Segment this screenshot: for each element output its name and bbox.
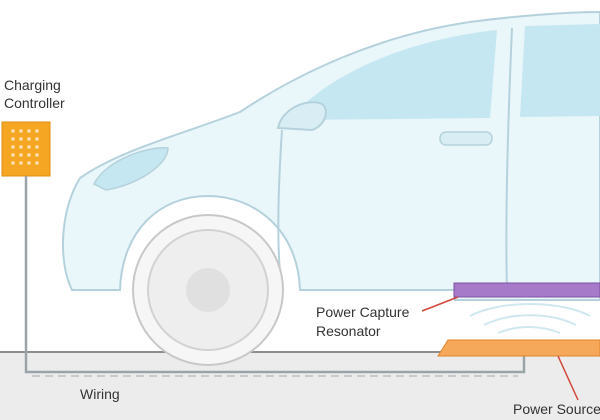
charging-controller-box [1, 121, 51, 177]
ground-strip [0, 352, 600, 420]
power-capture-label-line1: Power Capture [316, 304, 410, 320]
headlight [92, 147, 169, 191]
charging-controller-label-line1: Charging [4, 77, 61, 93]
wiring-label: Wiring [80, 386, 120, 402]
car-window-rear [520, 24, 600, 117]
door-handle [439, 131, 493, 146]
side-mirror [276, 101, 327, 132]
power-capture-label-line2: Resonator [316, 323, 381, 339]
charging-controller-label-line2: Controller [4, 95, 65, 111]
controller-post-wire [24, 176, 526, 374]
power-capture-resonator [453, 282, 600, 298]
power-source-pointer [557, 355, 579, 401]
magnetic-field-waves [469, 303, 591, 334]
front-hub [186, 268, 230, 312]
car-window-front [290, 30, 497, 120]
controller-led-grid [11, 129, 39, 165]
door-line-rear [505, 27, 513, 291]
power-source-label: Power Source [513, 401, 600, 417]
power-capture-pointer [421, 296, 459, 312]
power-source-pad [437, 339, 600, 357]
